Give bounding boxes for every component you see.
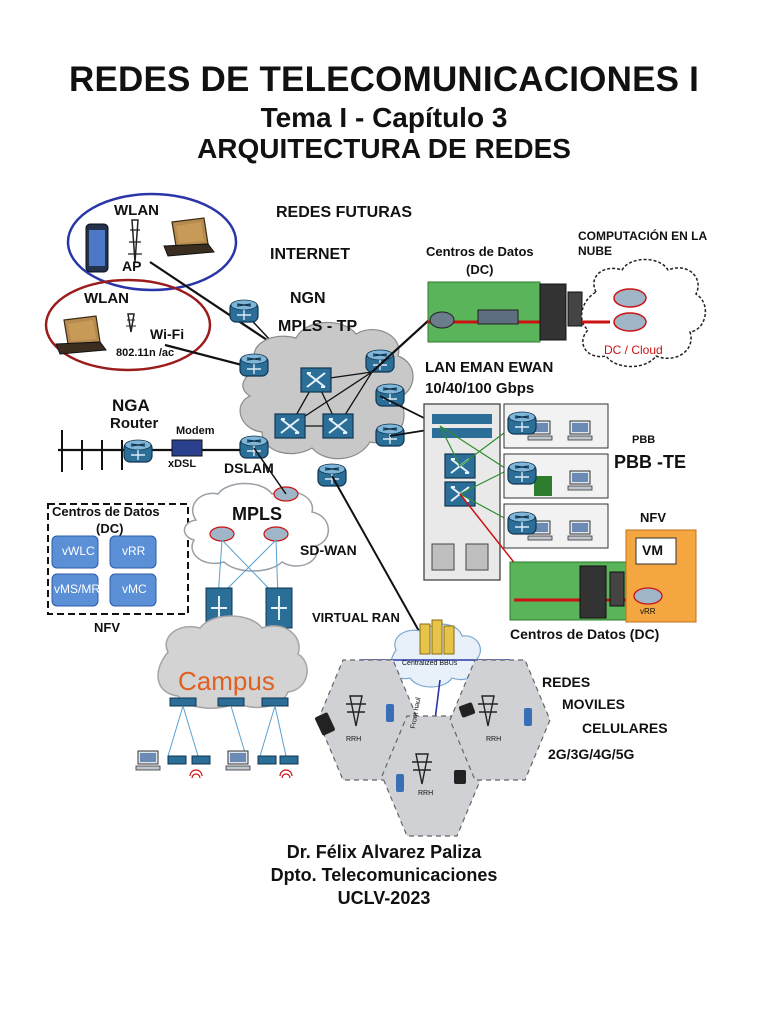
nga-router-icon bbox=[123, 439, 153, 463]
wlan-ap-zone bbox=[66, 192, 238, 292]
wifi-antenna-icon bbox=[126, 313, 136, 333]
rrh-label: RRH bbox=[486, 736, 502, 743]
nfv-left-label: NFV bbox=[94, 620, 120, 635]
pc-icon bbox=[135, 750, 161, 771]
vrr-small-label: vRR bbox=[640, 607, 656, 616]
wifi-label: Wi-Fi bbox=[150, 326, 185, 342]
dc-top-abbr: (DC) bbox=[466, 262, 494, 277]
dc-top-title: Centros de Datos bbox=[426, 244, 534, 259]
department: Dpto. Telecomunicaciones bbox=[270, 865, 498, 885]
pbb-router-icon bbox=[507, 461, 537, 485]
pc-icon bbox=[567, 420, 593, 441]
vm-label: VM bbox=[642, 542, 663, 558]
mpls-cloud bbox=[183, 482, 329, 572]
core-switch-icon bbox=[274, 413, 306, 439]
internet-label: INTERNET bbox=[270, 246, 350, 263]
core-switch-icon bbox=[322, 413, 354, 439]
wifi-standard-label: 802.11n /ac bbox=[116, 347, 175, 359]
mpls-label: MPLS bbox=[232, 504, 283, 524]
dslam-label: DSLAM bbox=[224, 460, 274, 476]
bbus-label: Centralized BBUs bbox=[402, 660, 458, 667]
ngn-label: NGN bbox=[290, 290, 326, 307]
dc-bottom-label: Centros de Datos (DC) bbox=[510, 626, 660, 642]
sdwan-label: SD-WAN bbox=[300, 542, 357, 558]
document-topic: ARQUITECTURA DE REDES bbox=[197, 133, 571, 164]
laptop-icon bbox=[163, 217, 215, 257]
wlan-label: WLAN bbox=[114, 202, 159, 219]
core-switch-icon bbox=[300, 367, 332, 393]
access-point-icon bbox=[128, 219, 142, 263]
cloud-computing-title: COMPUTACIÓN EN LA NUBE bbox=[578, 229, 707, 258]
pbb-rows bbox=[503, 403, 609, 549]
pbb-router-icon bbox=[507, 511, 537, 535]
rrh-label: RRH bbox=[418, 790, 434, 797]
core-mesh-links bbox=[289, 371, 373, 427]
campus-access-switches bbox=[169, 697, 289, 707]
moviles-label: MOVILES bbox=[562, 696, 626, 712]
dc-left-title: Centros de Datos bbox=[52, 504, 160, 519]
mobile-device-icon bbox=[315, 702, 532, 792]
vmc-label: vMC bbox=[122, 582, 147, 596]
campus-edge-devices bbox=[167, 755, 299, 765]
pbb-router-icon bbox=[507, 411, 537, 435]
nfv-vm-box bbox=[625, 529, 697, 623]
institution: UCLV-2023 bbox=[337, 888, 431, 908]
pbb-label: PBB bbox=[632, 434, 656, 446]
nga-label: NGA bbox=[112, 396, 150, 415]
laptop-icon bbox=[55, 315, 107, 355]
link-virtual-ran bbox=[331, 475, 425, 641]
generations-label: 2G/3G/4G/5G bbox=[548, 746, 635, 762]
redes-futuras-label: REDES FUTURAS bbox=[276, 204, 413, 221]
pc-icon bbox=[567, 470, 593, 491]
mpls-pe-router-icon bbox=[263, 526, 289, 542]
vrr-label: vRR bbox=[122, 544, 146, 558]
rrh-label: RRH bbox=[346, 736, 362, 743]
pbb-te-label: PBB -TE bbox=[614, 452, 686, 472]
xdsl-label: xDSL bbox=[168, 458, 197, 470]
speed-label: 10/40/100 Gbps bbox=[425, 380, 535, 397]
rrh-tower-icon bbox=[346, 695, 498, 785]
cloud-label: DC / Cloud bbox=[604, 343, 663, 357]
edge-router-icon bbox=[365, 349, 395, 373]
wlan-wifi-zone bbox=[44, 278, 212, 372]
dc-left-abbr: (DC) bbox=[96, 521, 124, 536]
edge-router-icon bbox=[239, 353, 269, 377]
campus-distribution-switch-icon bbox=[265, 587, 293, 629]
mpls-tp-label: MPLS - TP bbox=[278, 318, 358, 335]
modem-label: Modem bbox=[176, 425, 215, 437]
document-subtitle: Tema I - Capítulo 3 bbox=[260, 102, 508, 133]
centralized-bbus-cloud bbox=[390, 619, 481, 688]
vms-mr-label: vMS/MR bbox=[54, 582, 100, 596]
lan-eman-ewan-label: LAN EMAN EWAN bbox=[425, 359, 554, 376]
router-label: Router bbox=[110, 415, 159, 432]
pc-icon bbox=[225, 750, 251, 771]
cloud-datacenter bbox=[580, 258, 707, 368]
vwlc-label: vWLC bbox=[62, 544, 95, 558]
edge-router-icon bbox=[375, 383, 405, 407]
tablet-icon bbox=[85, 223, 109, 273]
edge-router-icon bbox=[229, 299, 259, 323]
dslam-router-icon bbox=[239, 435, 269, 459]
datacenter-left bbox=[47, 503, 189, 615]
mpls-pe-router-icon bbox=[209, 526, 235, 542]
virtual-ran-label: VIRTUAL RAN bbox=[312, 610, 400, 625]
pc-icon bbox=[567, 520, 593, 541]
author-name: Dr. Félix Alvarez Paliza bbox=[286, 842, 482, 862]
celulares-label: CELULARES bbox=[582, 720, 668, 736]
wifi-signal-icon bbox=[189, 769, 293, 779]
nfv-label: NFV bbox=[640, 510, 666, 525]
wlan-label: WLAN bbox=[84, 290, 129, 307]
document-title: REDES DE TELECOMUNICACIONES I bbox=[68, 60, 700, 99]
campus-label: Campus bbox=[178, 666, 275, 696]
datacenter-top bbox=[427, 281, 583, 343]
redes-label: REDES bbox=[542, 674, 591, 690]
ap-label: AP bbox=[122, 258, 142, 274]
edge-router-icon bbox=[317, 463, 347, 487]
